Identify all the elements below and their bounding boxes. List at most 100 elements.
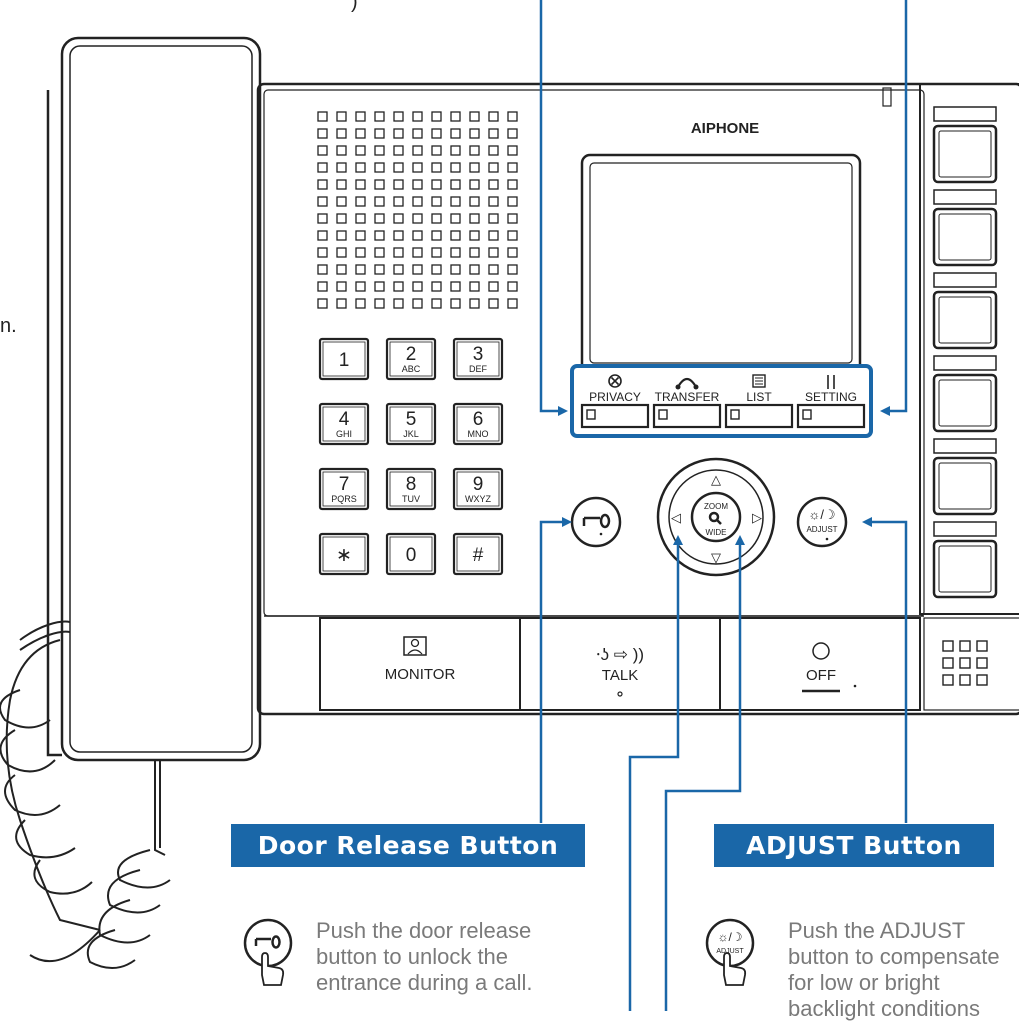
grille-hole <box>336 162 347 173</box>
keypad-digit: 3 <box>473 344 484 365</box>
menu-button-privacy[interactable]: PRIVACY <box>580 374 650 429</box>
grille-hole <box>374 281 385 292</box>
led-indicator <box>802 409 812 420</box>
keypad-digit: 2 <box>406 344 417 365</box>
up-arrow-icon[interactable]: △ <box>711 472 721 487</box>
privacy-icon <box>608 374 622 388</box>
keypad-digit: 8 <box>406 474 417 495</box>
grille-hole <box>507 247 518 258</box>
keypad-digit: 7 <box>339 474 350 495</box>
grille-hole <box>355 230 366 241</box>
mic-hole <box>976 674 988 686</box>
navigation-ring[interactable]: △ ▽ ◁ ▷ ZOOM WIDE <box>656 457 776 577</box>
grille-hole <box>488 111 499 122</box>
grille-hole <box>355 247 366 258</box>
grille-hole <box>336 145 347 156</box>
wide-label: WIDE <box>706 528 727 537</box>
off-button[interactable]: OFF <box>802 642 857 693</box>
grille-hole <box>317 111 328 122</box>
grille-hole <box>431 162 442 173</box>
grille-hole <box>488 264 499 275</box>
grille-hole <box>431 111 442 122</box>
side-button[interactable] <box>932 521 998 599</box>
grille-hole <box>412 162 423 173</box>
down-arrow-icon[interactable]: ▽ <box>711 550 721 565</box>
adjust-callout-text: Push the ADJUST button to compensate for… <box>788 918 1000 1022</box>
keypad-letters: WXYZ <box>465 494 492 504</box>
grille-hole <box>336 196 347 207</box>
grille-hole <box>317 264 328 275</box>
grille-hole <box>450 230 461 241</box>
speaker-grille <box>317 111 518 309</box>
adjust-button[interactable]: ☼/☽ ADJUST <box>796 496 848 548</box>
keypad-key[interactable]: 0 <box>385 532 437 576</box>
door-release-button[interactable] <box>570 496 622 548</box>
leader-lines <box>539 0 908 1011</box>
grille-hole <box>469 298 480 309</box>
keypad-letters: DEF <box>469 364 488 374</box>
grille-hole <box>374 264 385 275</box>
grille-hole <box>393 162 404 173</box>
left-arrow-icon[interactable]: ◁ <box>671 510 681 525</box>
grille-hole <box>469 264 480 275</box>
grille-hole <box>336 247 347 258</box>
grille-hole <box>431 264 442 275</box>
grille-hole <box>469 162 480 173</box>
keypad-key[interactable]: ∗ <box>318 532 370 576</box>
grille-hole <box>450 145 461 156</box>
keypad-digit: 6 <box>473 409 484 430</box>
adjust-line: for low or bright <box>788 970 940 995</box>
grille-hole <box>374 128 385 139</box>
right-arrow-icon[interactable]: ▷ <box>752 510 762 525</box>
side-button[interactable] <box>932 189 998 267</box>
grille-hole <box>355 128 366 139</box>
grille-hole <box>336 111 347 122</box>
mic-hole <box>959 657 971 669</box>
grille-hole <box>469 145 480 156</box>
talk-button[interactable]: ⸱ʖ ⇨ )) TALK <box>596 645 644 697</box>
top-text-fragment: ) <box>351 0 358 13</box>
display-screen <box>580 153 862 379</box>
side-button[interactable] <box>932 438 998 516</box>
grille-hole <box>336 298 347 309</box>
keypad-letters: PQRS <box>331 494 357 504</box>
grille-hole <box>336 264 347 275</box>
grille-hole <box>393 230 404 241</box>
grille-hole <box>317 196 328 207</box>
keypad-digit: ∗ <box>336 545 352 566</box>
menu-button-setting[interactable]: SETTING <box>796 375 866 429</box>
grille-hole <box>355 281 366 292</box>
grille-hole <box>317 128 328 139</box>
handset-cord <box>0 620 171 969</box>
side-button[interactable] <box>932 355 998 433</box>
led-indicator <box>658 409 668 420</box>
zoom-wide-button[interactable]: ZOOM WIDE <box>690 491 742 543</box>
grille-hole <box>488 247 499 258</box>
grille-hole <box>393 247 404 258</box>
side-button[interactable] <box>932 106 998 184</box>
microphone-grille <box>942 640 988 686</box>
keypad-key[interactable]: 1 <box>318 337 370 381</box>
side-button[interactable] <box>932 272 998 350</box>
menu-button-transfer[interactable]: TRANSFER <box>652 377 722 429</box>
talk-icon: ⸱ʖ ⇨ )) <box>596 645 644 664</box>
monitor-label: MONITOR <box>385 666 456 683</box>
grille-hole <box>507 196 518 207</box>
monitor-button[interactable]: MONITOR <box>385 636 456 683</box>
menu-button-list[interactable]: LIST <box>724 374 794 429</box>
keypad-key[interactable]: # <box>452 532 504 576</box>
grille-hole <box>412 298 423 309</box>
grille-hole <box>412 281 423 292</box>
talk-label: TALK <box>602 667 638 684</box>
